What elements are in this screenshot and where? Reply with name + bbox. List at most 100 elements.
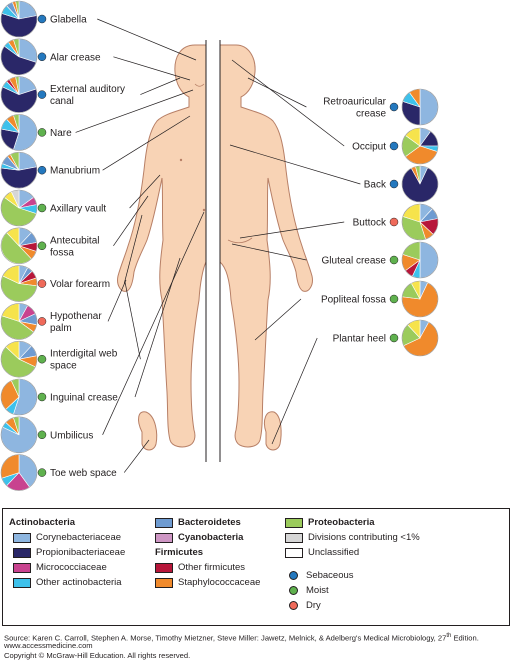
pie-outline [0,76,38,113]
nipple-mark [179,158,183,162]
site-type-dot-dry [37,279,47,288]
pie-slice-coryne [419,88,439,126]
legend-label: Bacteroidetes [178,517,241,528]
pie-outline [0,340,38,378]
legend-label: Other actinobacteria [36,577,122,588]
swatch-staphylococcaceae [155,577,173,588]
site-label-buttock: Buttock [353,218,387,229]
legend-item-corynebacteriaceae: Corynebacteriaceae [9,530,125,545]
legend-col-actinobacteria: Actinobacteria Corynebacteriaceae Propio… [9,515,125,590]
front-foot-sole [138,411,158,451]
site-label-gluteal-crease: Gluteal crease [322,256,387,267]
pie-outline [0,378,38,416]
pie-outline [401,88,439,126]
gluteal-mark [227,237,253,244]
leader-plantar-heel [271,337,318,445]
pie-antecubital-fossa [0,227,38,265]
pie-outline [0,416,38,454]
legend-label: Cyanobacteria [178,532,244,543]
legend-label: Proteobacteria [308,517,375,528]
pie-outline [0,227,38,265]
pie-outline [0,265,38,302]
leader-hypothenar-palm [107,279,127,322]
leader-occiput [231,59,345,147]
legend-label: Dry [306,600,321,611]
pie-retroauricular-crease [401,88,439,126]
sebaceous-dot [289,571,298,580]
pie-outline [0,151,38,189]
legend-label: Unclassified [308,547,360,558]
site-type-dot-sebaceous [389,141,399,151]
back-body-figure [219,44,313,448]
pie-outline [0,114,38,151]
pie-gluteal-crease [401,241,439,279]
site-type-dot-moist [37,430,47,440]
pie-outline [0,0,38,38]
legend-item-propionibacteriaceae: Propionibacteriaceae [9,545,125,560]
pie-glabella [0,0,38,38]
legend-label: Propionibacteriaceae [36,547,126,558]
legend-label: Sebaceous [306,570,354,581]
site-type-dot-moist [389,255,399,265]
site-label-nare: Nare [50,128,72,139]
leader-nare [75,89,194,133]
site-label-umbilicus: Umbilicus [50,430,93,441]
pie-outline [401,280,439,318]
pie-popliteal-fossa [401,280,439,318]
leader-popliteal-fossa [254,298,302,341]
pie-umbilicus [0,416,38,454]
pie-occiput [401,127,439,165]
swatch-micrococciaceae [13,562,31,573]
pie-inguinal-crease [0,378,38,416]
swatch-bacteroidetes [155,517,173,528]
legend-col-right: Proteobacteria Divisions contributing <1… [285,515,420,613]
leader-manubrium [102,115,191,171]
pie-nare [0,114,38,151]
legend-item-other-actinobacteria: Other actinobacteria [9,575,125,590]
site-label-alar-crease: Alar crease [50,52,101,63]
legend-item-dry: Dry [285,598,420,613]
leader-lines [75,18,361,473]
legend-box: Actinobacteria Corynebacteriaceae Propio… [2,508,510,626]
legend-label: Micrococciaceae [36,562,107,573]
site-label-occiput: Occiput [352,142,386,153]
site-label-back: Back [364,180,387,191]
copyright-notice: Copyright © McGraw-Hill Education. All r… [4,651,191,660]
legend-item-moist: Moist [285,583,420,598]
site-type-dot-moist [37,203,47,213]
leader-alar-crease [113,56,191,81]
swatch-minor-divisions [285,532,303,543]
site-type-dot-dry [389,217,399,227]
leader-umbilicus [102,211,205,435]
legend-item-bacteroidetes: Bacteroidetes [155,515,260,530]
site-label-glabella: Glabella [50,15,87,26]
pie-back [401,165,439,203]
site-type-dot-moist [389,333,399,343]
legend-label: Staphylococcaceae [178,577,261,588]
pie-alar-crease [0,38,38,76]
pie-volar-forearm [0,265,38,302]
site-type-dot-sebaceous [37,52,47,62]
legend-actinobacteria-heading: Actinobacteria [9,517,75,528]
legend-item-other-firmicutes: Other firmicutes [155,560,260,575]
pie-plantar-heel [401,319,439,357]
source-url: www.accessmedicine.com [4,641,93,650]
umbilicus-mark [202,208,206,212]
pie-outline [0,454,38,491]
site-type-dot-moist [37,468,47,477]
swatch-proteobacteria [285,517,303,528]
moist-dot [289,586,298,595]
site-type-dot-sebaceous [389,102,399,112]
pie-buttock [401,203,439,241]
leader-interdigital-web-space [124,281,141,360]
swatch-unclassified [285,547,303,558]
pie-slice-coryne [419,241,439,279]
swatch-other-firmicutes [155,562,173,573]
pie-outline [0,303,38,340]
pie-outline [401,241,439,279]
site-label-volar-forearm: Volar forearm [50,279,110,290]
source-citation: Source: Karen C. Carroll, Stephen A. Mor… [4,633,479,643]
